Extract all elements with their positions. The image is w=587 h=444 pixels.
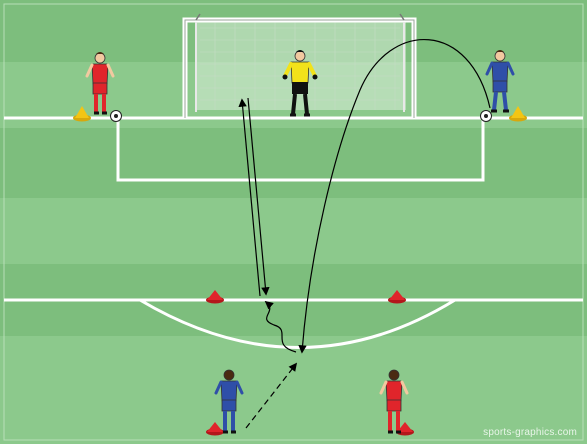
watermark-text: sports-graphics.com [483, 427, 577, 438]
soccer-ball-icon [481, 111, 492, 122]
soccer-ball-icon [111, 111, 122, 122]
